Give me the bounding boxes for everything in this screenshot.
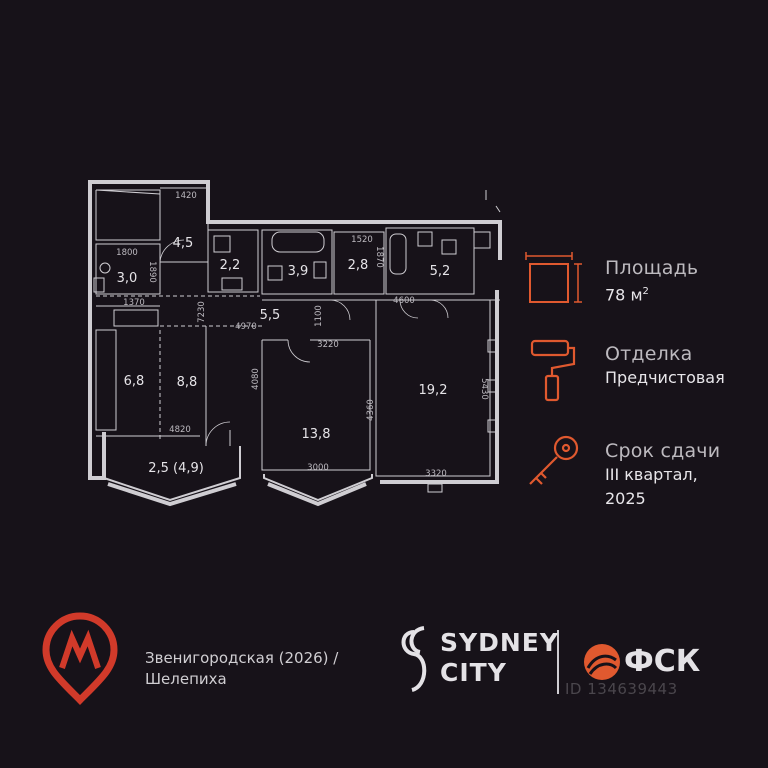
sydney-city-logo-icon — [401, 626, 427, 692]
finish-title: Отделка — [605, 343, 693, 365]
deadline-line1: III квартал, — [605, 465, 698, 484]
room-label: 3,9 — [288, 264, 309, 279]
watermark: ID 134639443 — [565, 680, 678, 698]
outer-wall-right — [380, 290, 499, 484]
paint-roller-icon — [530, 339, 576, 402]
metro-line2: Шелепиха — [145, 670, 227, 688]
dimension-label: 1870 — [374, 246, 384, 268]
room-label: 13,8 — [302, 427, 331, 442]
dimension-label: 4820 — [169, 425, 191, 435]
dimension-label: 1420 — [175, 191, 197, 201]
fsk-logo-text: ФСК — [624, 644, 701, 679]
dimension-label: 1520 — [351, 235, 373, 245]
area-info: Площадь 78 м2 — [605, 256, 698, 307]
fsk-logo-icon — [584, 644, 620, 680]
area-title: Площадь — [605, 257, 699, 279]
dimension-label: 1890 — [147, 261, 157, 283]
dimension-label: 1800 — [116, 248, 138, 258]
dimension-label: 1100 — [314, 305, 324, 327]
area-unit-sup: 2 — [642, 286, 649, 297]
area-number: 78 м — [605, 285, 643, 305]
dimension-label: 4080 — [251, 368, 261, 390]
dimension-label: 4600 — [393, 296, 415, 306]
dimension-label: 5430 — [479, 378, 489, 400]
room-label: 6,8 — [124, 374, 145, 389]
room-label: 8,8 — [177, 375, 198, 390]
room-label: 2,8 — [348, 258, 369, 273]
city-text: CITY — [440, 658, 507, 687]
deadline-info: Срок сдачи III квартал, 2025 — [605, 439, 720, 511]
metro-m-icon — [42, 612, 118, 705]
area-value: 78 м2 — [605, 280, 698, 307]
area-icon — [525, 252, 582, 303]
dimension-label: 3320 — [425, 469, 447, 479]
dimension-label: 3220 — [317, 340, 339, 350]
deadline-line2: 2025 — [605, 489, 646, 508]
room-label: 19,2 — [419, 383, 448, 398]
sydney-city-logo: SYDNEY CITY — [440, 628, 559, 688]
room-label: 5,2 — [430, 264, 451, 279]
dimension-label: 4970 — [235, 322, 257, 332]
deadline-title: Срок сдачи — [605, 440, 721, 462]
metro-line1: Звенигородская (2026) / — [145, 649, 339, 667]
dimension-label: 4360 — [366, 399, 376, 421]
dimension-label: 1370 — [123, 298, 145, 308]
dimension-label: 7230 — [197, 301, 207, 323]
room-label: 3,0 — [117, 271, 138, 286]
sydney-text: SYDNEY — [440, 628, 559, 657]
key-icon — [529, 435, 579, 485]
room-label: 2,5 (4,9) — [148, 461, 204, 476]
metro-station: Звенигородская (2026) / Шелепиха — [145, 648, 338, 690]
room-label: 4,5 — [173, 236, 194, 251]
room-label: 2,2 — [220, 258, 241, 273]
finish-value: Предчистовая — [605, 368, 725, 387]
finish-info: Отделка Предчистовая — [605, 342, 725, 390]
dimension-label: 3000 — [307, 463, 329, 473]
room-label: 5,5 — [260, 308, 281, 323]
